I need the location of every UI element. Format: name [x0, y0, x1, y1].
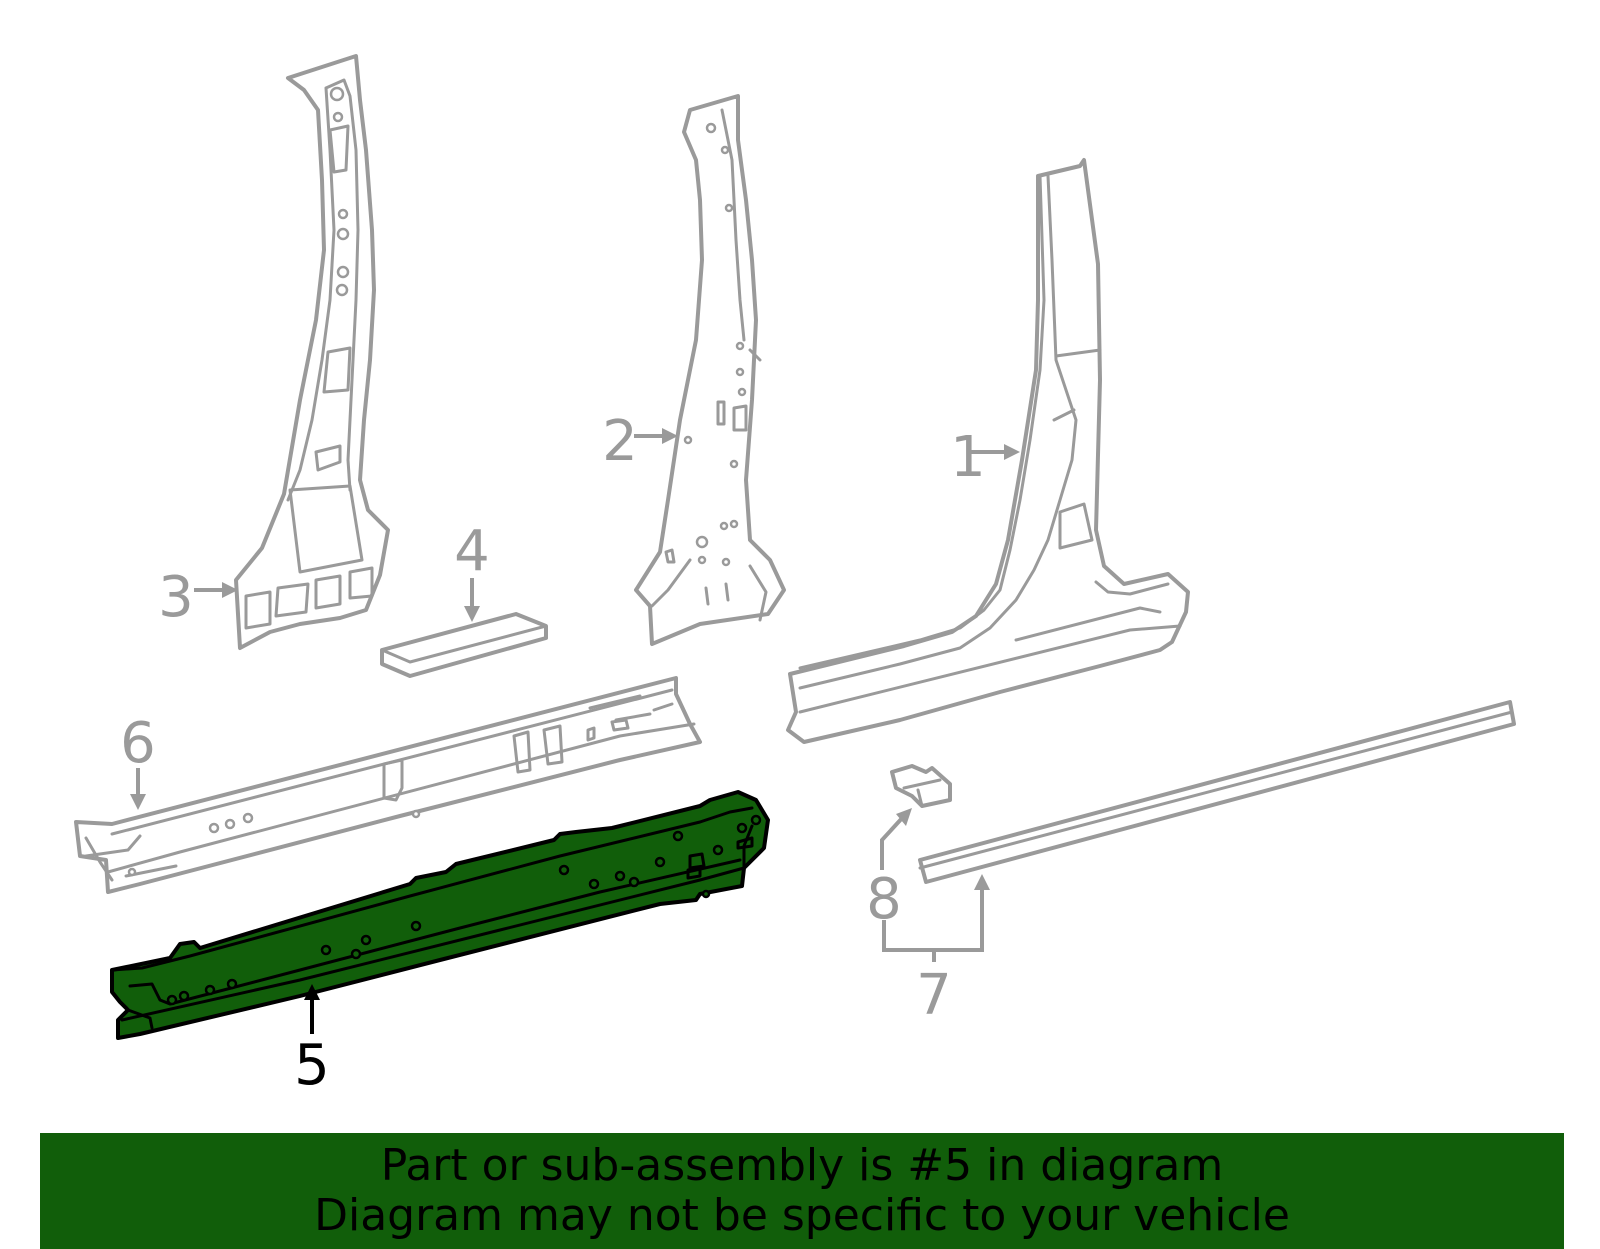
banner-line-1: Part or sub-assembly is #5 in diagram	[380, 1140, 1224, 1191]
info-banner: Part or sub-assembly is #5 in diagram Di…	[40, 1133, 1564, 1249]
callout-1: 1	[950, 425, 986, 490]
callout-3: 3	[158, 565, 194, 630]
callout-7: 7	[916, 963, 952, 1028]
leader-lines	[130, 428, 1020, 1034]
part-5-rocker-reinforcement	[110, 790, 770, 1040]
callout-labels: 1 2 3 4 5 6 7 8	[120, 409, 986, 1098]
callout-2: 2	[602, 409, 638, 474]
part-4-pad	[380, 612, 548, 678]
banner-line-2: Diagram may not be specific to your vehi…	[314, 1190, 1290, 1241]
part-8-bracket	[890, 764, 952, 808]
part-7-molding	[918, 700, 1516, 884]
callout-5: 5	[294, 1033, 330, 1098]
callout-6: 6	[120, 711, 156, 776]
callout-4: 4	[454, 519, 490, 584]
part-6-inner-rocker	[74, 676, 702, 894]
part-1-pillar-rocker	[786, 158, 1190, 744]
part-2-pillar	[634, 94, 786, 646]
callout-8: 8	[866, 867, 902, 932]
part-3-pillar	[234, 54, 390, 650]
